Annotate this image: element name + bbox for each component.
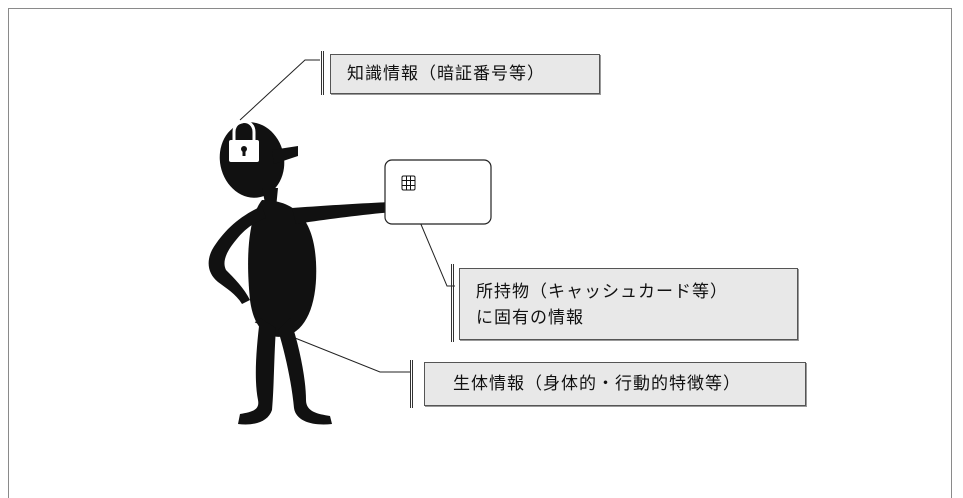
figure-right-arm: [292, 202, 392, 224]
padlock-icon: [229, 120, 259, 162]
figure-right-leg: [278, 318, 332, 425]
leader-biometric: [254, 321, 410, 373]
biometric-label-text: 生体情報（身体的・行動的特徴等）: [453, 374, 741, 394]
ic-card: [384, 159, 492, 225]
knowledge-label-bracket: [321, 51, 324, 95]
biometric-label: 生体情報（身体的・行動的特徴等）: [424, 362, 806, 406]
figure-torso: [248, 200, 317, 337]
figure-nose: [272, 146, 298, 164]
possession-label-line1: 所持物（キャッシュカード等）: [476, 282, 728, 302]
biometric-label-bracket: [410, 360, 413, 408]
knowledge-label-text: 知識情報（暗証番号等）: [347, 64, 545, 84]
possession-label-line2: に固有の情報: [476, 308, 584, 328]
figure-left-leg: [238, 318, 276, 425]
person-silhouette: [208, 122, 392, 425]
leader-knowledge: [239, 59, 320, 121]
diagram-frame: [8, 8, 952, 498]
possession-label-bracket: [451, 264, 454, 342]
knowledge-label: 知識情報（暗証番号等）: [330, 54, 600, 94]
ic-chip-icon: [401, 175, 416, 191]
figure-left-arm: [208, 206, 266, 304]
possession-label: 所持物（キャッシュカード等） に固有の情報: [459, 268, 798, 340]
leader-possession: [419, 221, 455, 287]
